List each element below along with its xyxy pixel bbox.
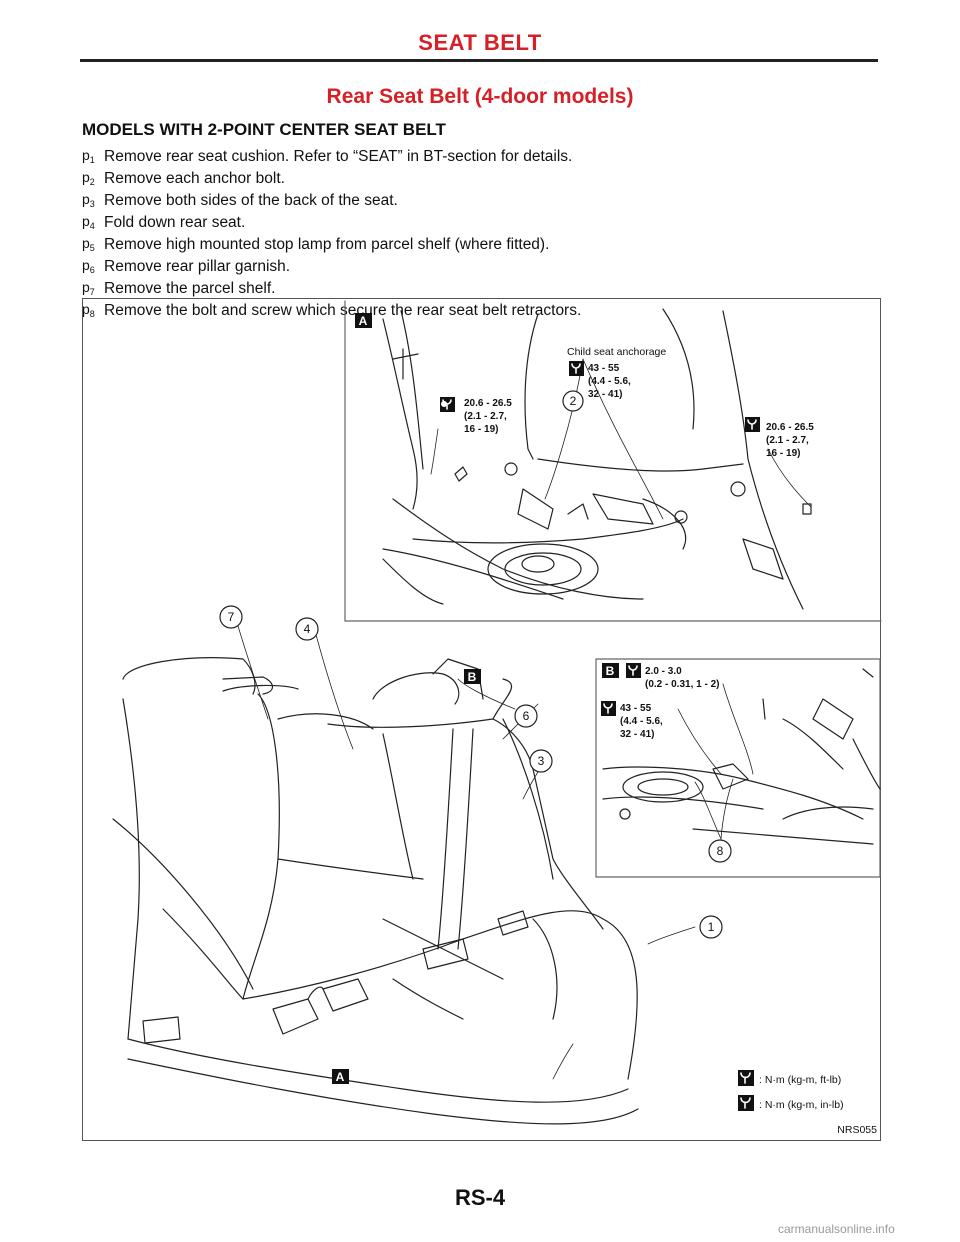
step-7: p7 Remove the parcel shelf. [82,278,581,300]
step-number-badge: p5 [82,234,95,253]
header-divider [80,59,878,62]
callout-label-8: 8 [717,844,724,858]
torque-left-line-1: 20.6 - 26.5 [464,398,512,409]
legend-in-lb: : N·m (kg-m, in-lb) [759,1099,844,1111]
callout-label-1: 1 [708,920,715,934]
detail-letter-boxes [332,313,619,1084]
callout-3 [529,749,553,773]
figure-labels: A B B A Child seat anchorage 43 - 55 (4.… [228,314,877,1136]
step-8: p8 Remove the bolt and screw which secure… [82,300,581,322]
torque-b2-line-1: 43 - 55 [620,703,652,714]
step-text: Fold down rear seat. [104,214,246,231]
detail-a-marker [332,1069,349,1084]
step-text: Remove each anchor bolt. [104,170,285,187]
callout-label-7: 7 [228,610,235,624]
seat-belt-illustration: A B B A Child seat anchorage 43 - 55 (4.… [82,298,882,1141]
torque-right-line-2: (2.1 - 2.7, [766,435,809,446]
detail-b-letter: B [606,664,615,678]
torque-right-line-3: 16 - 19) [766,448,800,459]
step-6: p6 Remove rear pillar garnish. [82,256,581,278]
callout-label-6: 6 [523,709,530,723]
torque-wrench-icons [440,361,760,1111]
legend-ft-lb: : N·m (kg-m, ft-lb) [759,1074,841,1086]
torque-child-line-3: 32 - 41) [588,389,622,400]
detail-b-marker [464,669,481,684]
callout-4 [295,617,319,641]
callout-8 [708,839,732,863]
callout-6 [514,704,538,728]
torque-left-line-2: (2.1 - 2.7, [464,411,507,422]
step-number-badge: p8 [82,300,95,319]
detail-b-drawing [602,668,881,845]
detail-a-letter: A [336,1070,345,1084]
torque-child-line-2: (4.4 - 5.6, [588,376,631,387]
callout-circles [219,390,732,939]
subheading: MODELS WITH 2-POINT CENTER SEAT BELT [82,120,446,139]
step-5: p5 Remove high mounted stop lamp from par… [82,234,581,256]
procedure-steps: p1 Remove rear seat cushion. Refer to “SE… [82,146,581,322]
step-3: p3 Remove both sides of the back of the s… [82,190,581,212]
detail-b-letter: B [468,670,477,684]
rear-seat-drawing [112,657,639,1125]
callout-label-4: 4 [304,622,311,636]
figure-code: NRS055 [837,1124,877,1136]
step-text: Remove the parcel shelf. [104,280,276,297]
step-text: Remove rear seat cushion. Refer to “SEAT… [104,148,573,165]
callout-label-3: 3 [538,754,545,768]
callout-7 [219,605,243,629]
step-number-badge: p2 [82,168,95,187]
callout-label-2: 2 [570,394,577,408]
illustration-svg: A B B A Child seat anchorage 43 - 55 (4.… [112,300,882,1136]
torque-b1-line-2: (0.2 - 0.31, 1 - 2) [645,679,719,690]
watermark: carmanualsonline.info [778,1222,895,1236]
step-1: p1 Remove rear seat cushion. Refer to “SE… [82,146,581,168]
torque-b1-line-1: 2.0 - 3.0 [645,666,682,677]
torque-left-line-3: 16 - 19) [464,424,498,435]
child-anchorage-label: Child seat anchorage [567,346,666,358]
page-number: RS-4 [454,1185,506,1210]
step-4: p4 Fold down rear seat. [82,212,581,234]
torque-right-line-1: 20.6 - 26.5 [766,422,814,433]
step-number-badge: p3 [82,190,95,209]
detail-a-frame [344,300,882,622]
section-title: Rear Seat Belt (4-door models) [326,85,634,108]
step-number-badge: p1 [82,146,95,165]
detail-b-marker [602,663,619,678]
wrench-glyphs [442,363,757,1109]
detail-a-marker [355,313,372,328]
detail-b-frame [595,658,881,878]
torque-b2-line-3: 32 - 41) [620,729,654,740]
step-text: Remove both sides of the back of the sea… [104,192,398,209]
step-number-badge: p7 [82,278,95,297]
header-title: SEAT BELT [418,30,542,55]
detail-a-drawing [382,308,812,610]
torque-child-line-1: 43 - 55 [588,363,620,374]
torque-b2-line-2: (4.4 - 5.6, [620,716,663,727]
step-text: Remove rear pillar garnish. [104,258,291,275]
step-text: Remove high mounted stop lamp from parce… [104,236,550,253]
detail-a-letter: A [359,314,368,328]
step-text: Remove the bolt and screw which secure t… [104,302,582,319]
callout-1 [699,915,723,939]
step-number-badge: p6 [82,256,95,275]
step-number-badge: p4 [82,212,95,231]
step-2: p2 Remove each anchor bolt. [82,168,581,190]
callout-2 [562,390,584,412]
